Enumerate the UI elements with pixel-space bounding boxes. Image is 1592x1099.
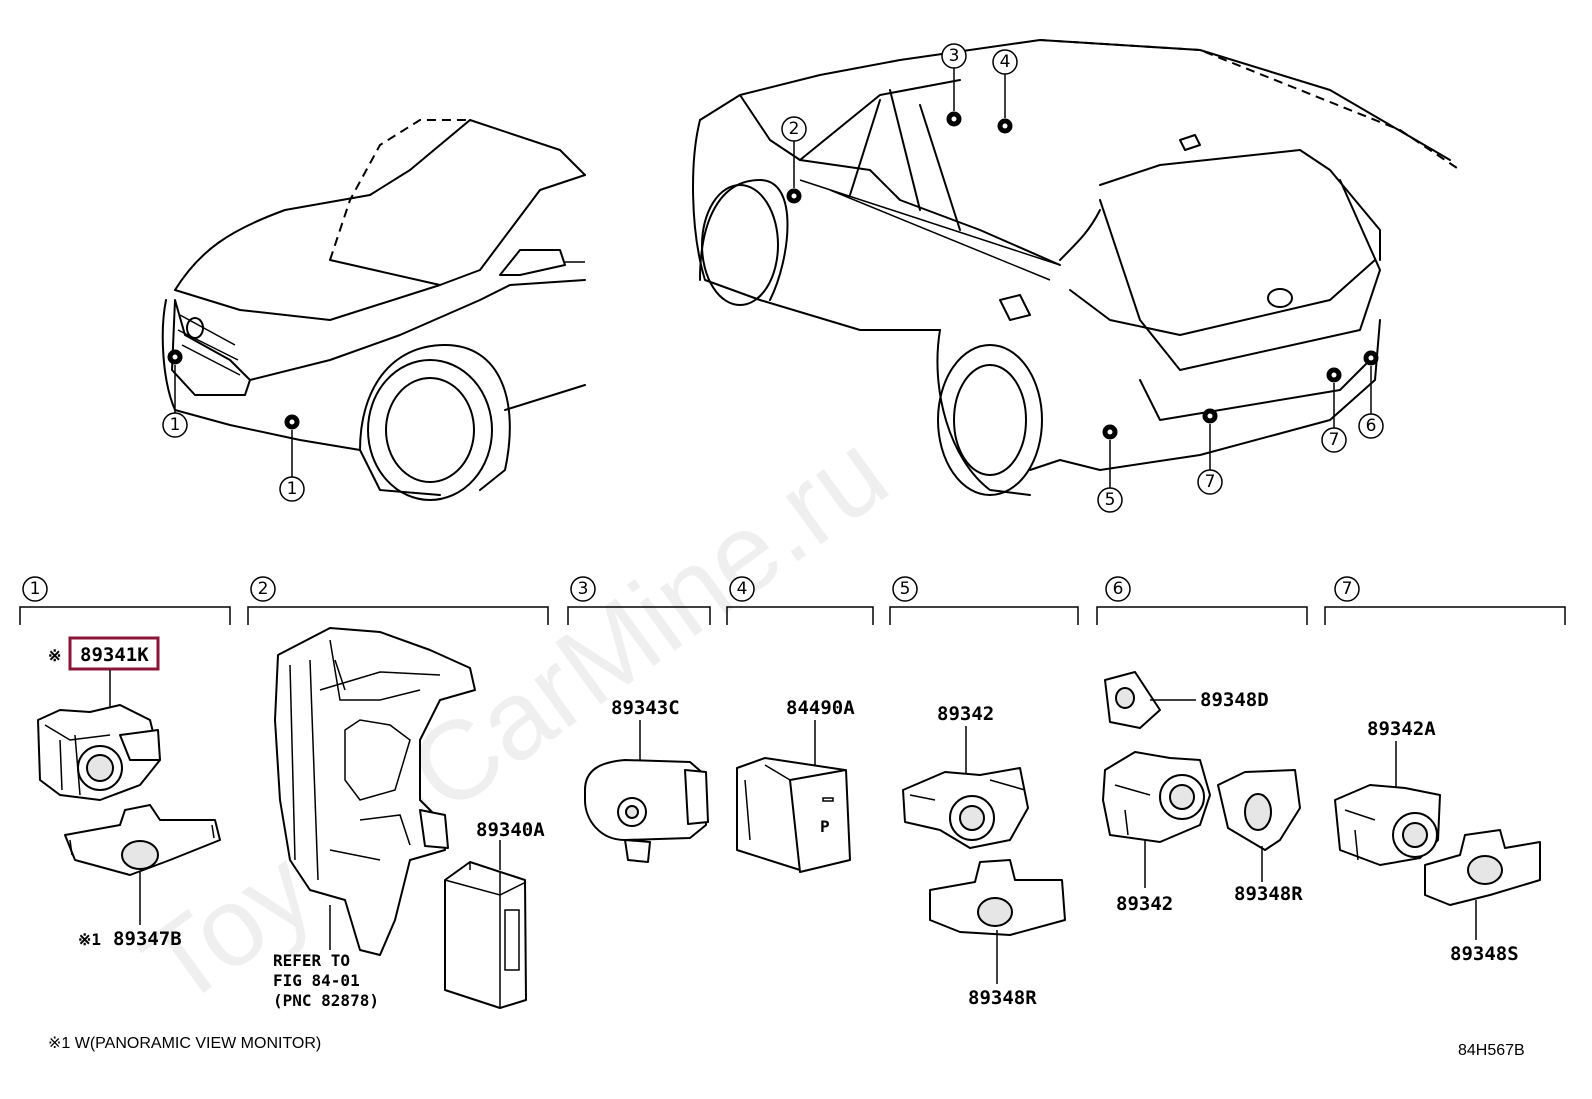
group-4-parts: 84490A P <box>736 697 855 873</box>
part-number-84490A[interactable]: 84490A <box>786 697 855 719</box>
group-number: 5 <box>900 579 911 599</box>
note-mark: ※ <box>48 646 61 665</box>
group-2-parts: 89340A REFER TO FIG 84-01 (PNC 82878) <box>273 627 545 1010</box>
diagram-code: 84H567B <box>1458 1042 1525 1059</box>
group-number: 6 <box>1113 579 1124 599</box>
refer-text: FIG 84-01 <box>273 971 360 990</box>
ultrasonic-sensor-drawing <box>902 767 1029 849</box>
group-6-parts: 89348D 89342 89348R <box>1102 671 1303 915</box>
part-number-89342[interactable]: 89342 <box>1116 893 1173 915</box>
group-1-parts: ※ 89341K ※1 89347B <box>37 636 221 950</box>
group-5-parts: 89342 89348R <box>902 703 1066 1009</box>
retainer-drawing <box>1217 769 1301 851</box>
location-dot <box>786 188 802 204</box>
ecu-module-drawing <box>444 861 527 1009</box>
part-number-89342[interactable]: 89342 <box>937 703 994 725</box>
sensor-switch-drawing <box>584 759 709 863</box>
refer-text: REFER TO <box>273 951 350 970</box>
highlight-box[interactable] <box>68 636 160 671</box>
callout-number: 3 <box>949 46 960 66</box>
footnote: ※1 W(PANORAMIC VIEW MONITOR) <box>48 1035 321 1052</box>
group-3-parts: 89343C <box>584 697 709 863</box>
part-number-89347B[interactable]: 89347B <box>113 928 182 950</box>
group-number: 4 <box>737 579 748 599</box>
group-number: 2 <box>258 579 269 599</box>
parking-switch-drawing: P <box>736 757 851 873</box>
bracket-drawing <box>274 627 476 956</box>
part-number-89341K[interactable]: 89341K <box>80 644 149 666</box>
callout-number: 4 <box>1000 52 1011 72</box>
part-number-89348S[interactable]: 89348S <box>1450 943 1519 965</box>
location-dot <box>997 118 1013 134</box>
location-dot <box>284 414 300 430</box>
callout-number: 1 <box>170 415 181 435</box>
retainer-drawing <box>929 859 1066 936</box>
note-mark: ※1 <box>78 930 101 949</box>
location-dot <box>946 111 962 127</box>
ultrasonic-sensor-drawing <box>37 704 161 801</box>
location-dot <box>167 349 183 365</box>
part-number-89340A[interactable]: 89340A <box>476 819 545 841</box>
callout-number: 7 <box>1205 472 1216 492</box>
part-number-89348R[interactable]: 89348R <box>1234 883 1303 905</box>
vehicle-callouts: 1 1 2 3 4 5 6 7 7 <box>162 43 1384 513</box>
p-assist-glyph: P <box>820 817 830 836</box>
callout-number: 1 <box>287 479 298 499</box>
refer-text: (PNC 82878) <box>273 991 379 1010</box>
callout-number: 2 <box>789 119 800 139</box>
retainer-drawing <box>1424 829 1541 906</box>
part-number-89348R[interactable]: 89348R <box>968 987 1037 1009</box>
group-number: 7 <box>1342 579 1353 599</box>
front-vehicle-illustration <box>161 119 586 501</box>
retainer-drawing <box>64 804 221 876</box>
part-number-89342A[interactable]: 89342A <box>1367 718 1436 740</box>
group-7-parts: 89342A 89348S <box>1334 718 1541 965</box>
part-number-89343C[interactable]: 89343C <box>611 697 680 719</box>
ultrasonic-sensor-drawing <box>1334 784 1441 866</box>
cover-drawing <box>1104 671 1161 729</box>
location-dot <box>1202 408 1218 424</box>
group-headers: 1 2 3 4 5 6 7 <box>19 576 1566 625</box>
location-dot <box>1102 424 1118 440</box>
ultrasonic-sensor-drawing <box>1102 751 1211 843</box>
part-number-89348D[interactable]: 89348D <box>1200 689 1269 711</box>
location-dot <box>1363 350 1379 366</box>
group-number: 3 <box>578 579 589 599</box>
sensor-locations <box>167 111 1379 440</box>
group-number: 1 <box>30 579 41 599</box>
callout-number: 5 <box>1105 490 1116 510</box>
callout-number: 6 <box>1366 416 1377 436</box>
callout-number: 7 <box>1329 430 1340 450</box>
location-dot <box>1326 367 1342 383</box>
rear-vehicle-illustration <box>692 39 1461 496</box>
